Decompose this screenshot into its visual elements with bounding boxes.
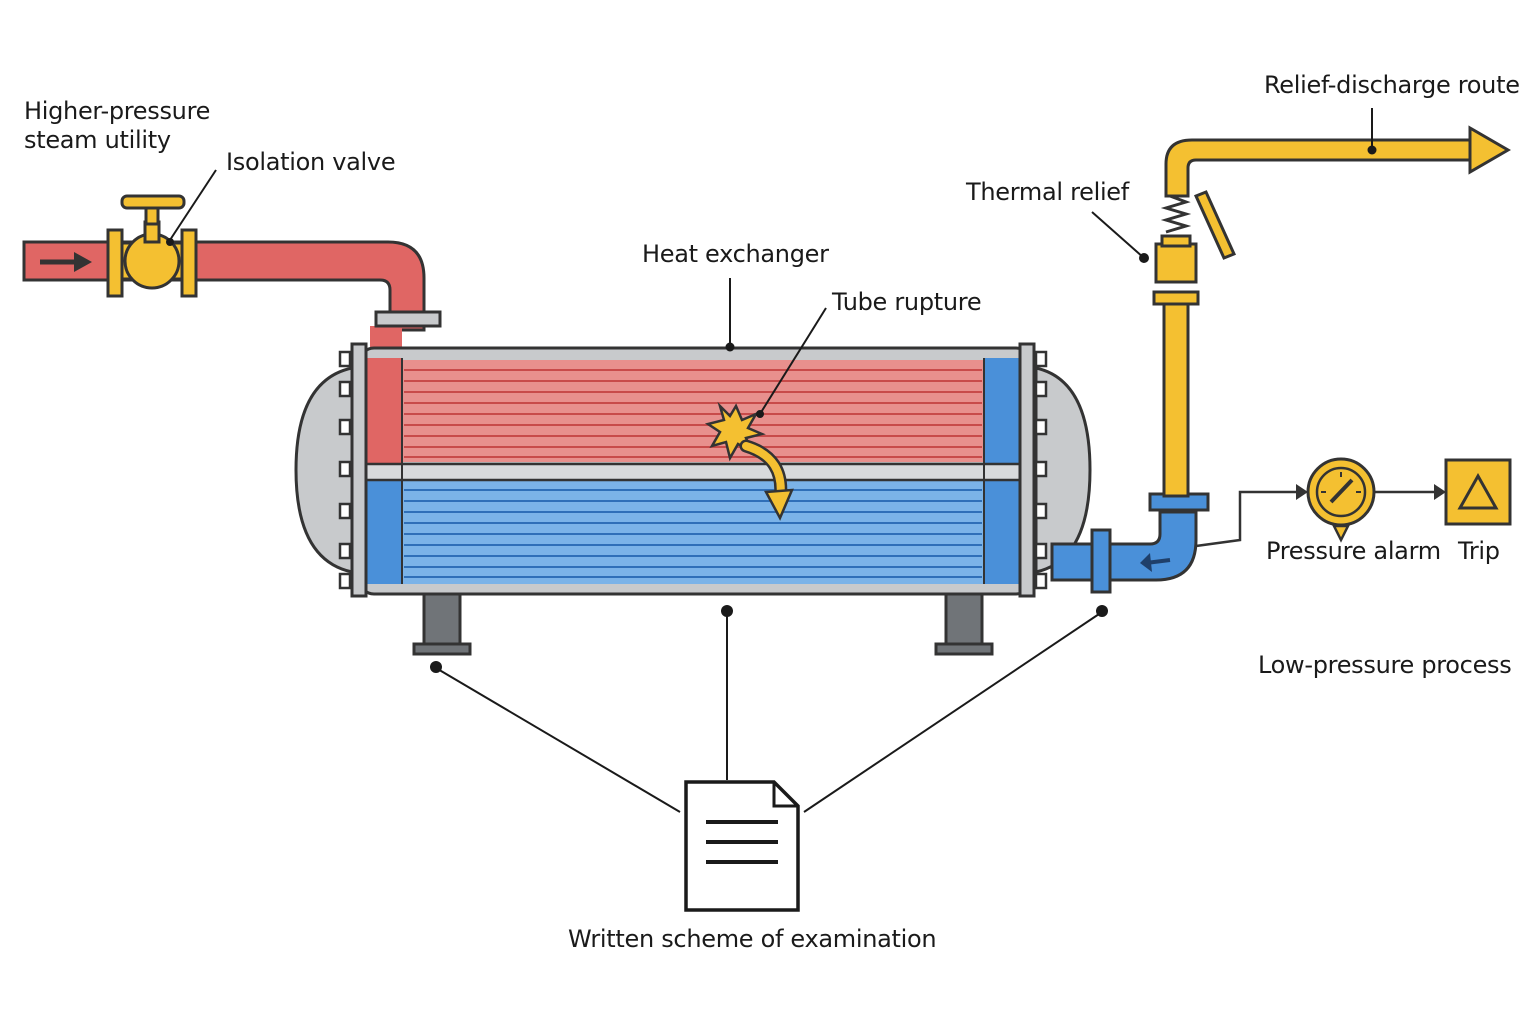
pressure-alarm-label: Pressure alarm (1266, 537, 1441, 565)
steam-utility-label: Higher-pressure steam utility (24, 96, 210, 156)
trip-label: Trip (1458, 537, 1500, 565)
arrow-right-icon (40, 252, 92, 272)
steam-utility-label-line1: Higher-pressure (24, 97, 211, 125)
thermal-relief-label: Thermal relief (966, 178, 1129, 206)
callout-lines (169, 108, 1373, 813)
relief-discharge-pipe (1152, 125, 1511, 498)
steam-utility-label-line2: steam utility (24, 126, 171, 155)
arrow-right-icon (1434, 484, 1446, 500)
heat-exchanger-label: Heat exchanger (642, 240, 829, 268)
signal-lines (1195, 490, 1436, 548)
arrow-right-icon (1296, 484, 1308, 500)
callout-dots (166, 145, 1377, 673)
low-pressure-process-label: Low-pressure process (1258, 651, 1512, 679)
gate-valve-icon[interactable] (106, 194, 198, 298)
heat-exchanger (294, 310, 1092, 656)
burst-star-icon (704, 401, 794, 521)
pressure-gauge-icon[interactable] (1306, 457, 1376, 543)
warning-triangle-icon[interactable] (1444, 458, 1512, 526)
scheme-of-examination-label: Written scheme of examination (568, 925, 937, 953)
low-pressure-pipe (1050, 492, 1210, 594)
relief-route-label: Relief-discharge route (1264, 71, 1520, 99)
document-icon[interactable] (684, 780, 800, 912)
isolation-valve-label: Isolation valve (226, 148, 396, 176)
tube-rupture-label: Tube rupture (832, 288, 982, 316)
